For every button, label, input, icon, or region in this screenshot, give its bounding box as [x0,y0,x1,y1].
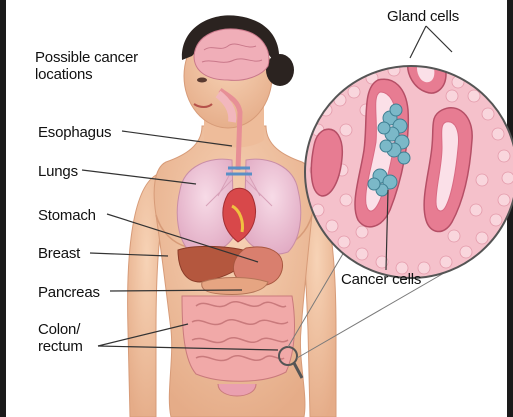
label-cancer-cells: Cancer cells [341,271,421,288]
label-esophagus: Esophagus [38,124,111,141]
label-gland-cells: Gland cells [387,8,459,25]
label-pancreas: Pancreas [38,284,100,301]
label-rectum: rectum [38,338,83,355]
label-stomach: Stomach [38,207,96,224]
label-breast: Breast [38,245,80,262]
label-colon: Colon/ [38,321,80,338]
label-lungs: Lungs [38,163,78,180]
title-line-2: locations [35,66,92,83]
title-line-1: Possible cancer [35,49,138,66]
